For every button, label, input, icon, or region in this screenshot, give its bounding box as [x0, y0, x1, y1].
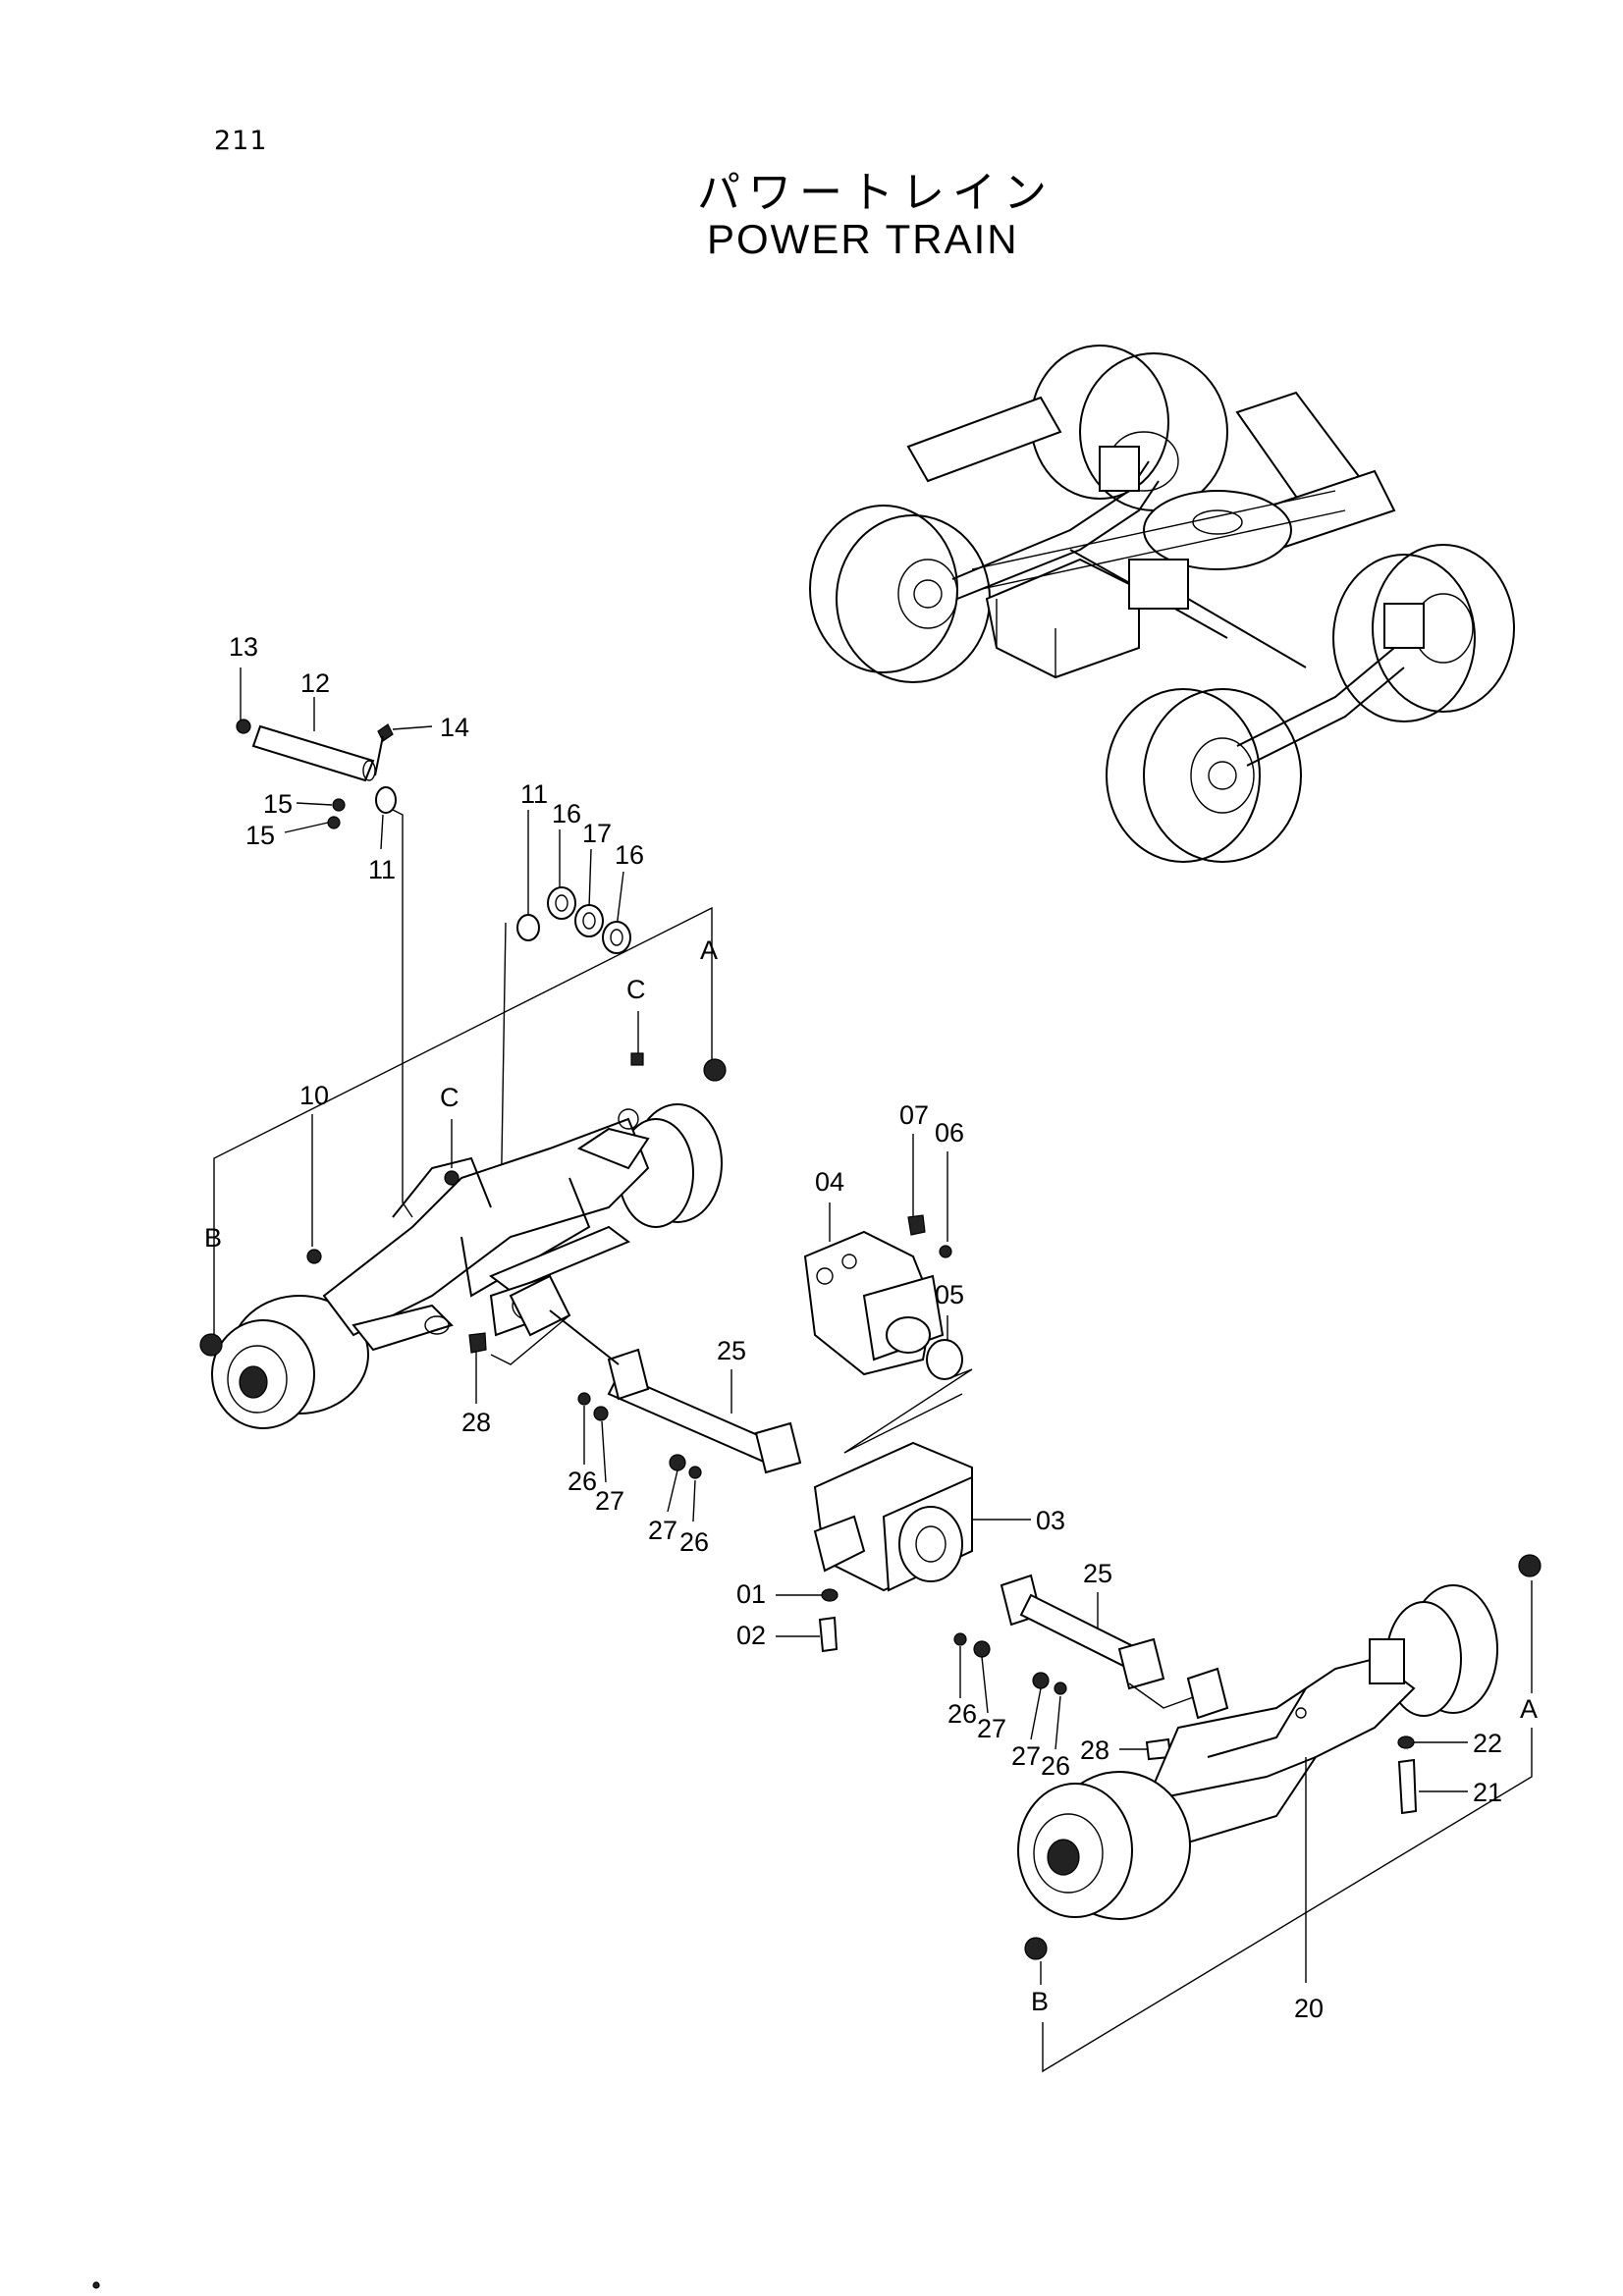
bolt-part-14 [377, 723, 394, 742]
hydraulic-motor-assembly: 04 07 06 05 [803, 1100, 973, 1454]
callout-10: 10 [299, 1081, 329, 1110]
overview-rear-axle [1236, 603, 1425, 767]
callout-21: 21 [1473, 1778, 1502, 1807]
callout-27b: 27 [648, 1516, 677, 1545]
title-japanese: パワートレイン [697, 168, 1055, 218]
reference-brackets-rear: A B [1031, 1580, 1538, 2073]
callout-20: 20 [1294, 1994, 1324, 2023]
tire-front-right [1106, 688, 1302, 863]
ref-label-B-left: B [204, 1223, 222, 1253]
callout-26a: 26 [568, 1467, 597, 1496]
callout-02: 02 [736, 1621, 766, 1650]
callout-28a: 28 [461, 1408, 491, 1437]
front-axle-assembly: 10 [199, 1052, 727, 1429]
reference-brackets-front: A B C C [204, 906, 718, 1335]
ref-label-B-bottom: B [1031, 1987, 1049, 2016]
callout-15a: 15 [263, 789, 293, 819]
callout-26b: 26 [679, 1527, 709, 1557]
callout-14: 14 [440, 713, 469, 742]
vehicle-overview-illustration [809, 345, 1515, 863]
pin-assembly: 13 12 14 15 15 11 [229, 632, 469, 1218]
overview-driveshaft [1069, 549, 1307, 668]
ref-label-A-right: A [1520, 1694, 1538, 1724]
rear-axle-assembly: 20 22 21 [1017, 1554, 1542, 2023]
callout-22: 22 [1473, 1729, 1502, 1758]
transfer-gearbox-assembly: 03 01 02 [736, 1393, 1065, 1653]
ref-label-A-top: A [700, 935, 718, 965]
callout-12: 12 [300, 668, 330, 698]
callout-16a: 16 [552, 799, 581, 828]
callout-06: 06 [935, 1118, 964, 1148]
washer-stack: 11 16 17 16 [500, 779, 644, 1218]
callout-03: 03 [1036, 1506, 1065, 1535]
callout-05: 05 [935, 1280, 964, 1309]
callout-16b: 16 [615, 840, 644, 870]
callout-28b: 28 [1080, 1735, 1109, 1765]
chassis-frame [906, 391, 1396, 679]
tire-front-left [809, 505, 991, 683]
ref-label-C-left: C [440, 1083, 460, 1112]
ref-label-C-right: C [626, 975, 646, 1004]
callout-15b: 15 [245, 821, 275, 850]
callout-25a: 25 [717, 1336, 746, 1365]
rear-propeller-shaft: 25 26 27 27 26 28 [947, 1559, 1218, 1781]
callout-25b: 25 [1083, 1559, 1112, 1588]
callout-11b: 11 [368, 855, 396, 884]
callout-01: 01 [736, 1579, 766, 1609]
title-english: POWER TRAIN [707, 216, 1019, 262]
callout-26c: 26 [947, 1699, 977, 1729]
bushing-part-11 [375, 786, 397, 814]
tire-rear-right [1332, 544, 1515, 722]
callout-11a: 11 [520, 779, 548, 809]
front-propeller-shaft: 25 28 26 27 27 26 [461, 1274, 802, 1557]
callout-17: 17 [582, 819, 612, 848]
margin-mark [92, 2281, 100, 2289]
callout-26d: 26 [1041, 1751, 1070, 1781]
page-number: 211 [214, 126, 268, 156]
callout-27d: 27 [1011, 1741, 1041, 1771]
overview-front-axle [951, 446, 1160, 600]
callout-27c: 27 [977, 1714, 1006, 1743]
callout-13: 13 [229, 632, 258, 662]
callout-04: 04 [815, 1167, 844, 1197]
callout-27a: 27 [595, 1486, 624, 1516]
callout-07: 07 [899, 1100, 929, 1130]
pin-part-12 [251, 724, 375, 782]
